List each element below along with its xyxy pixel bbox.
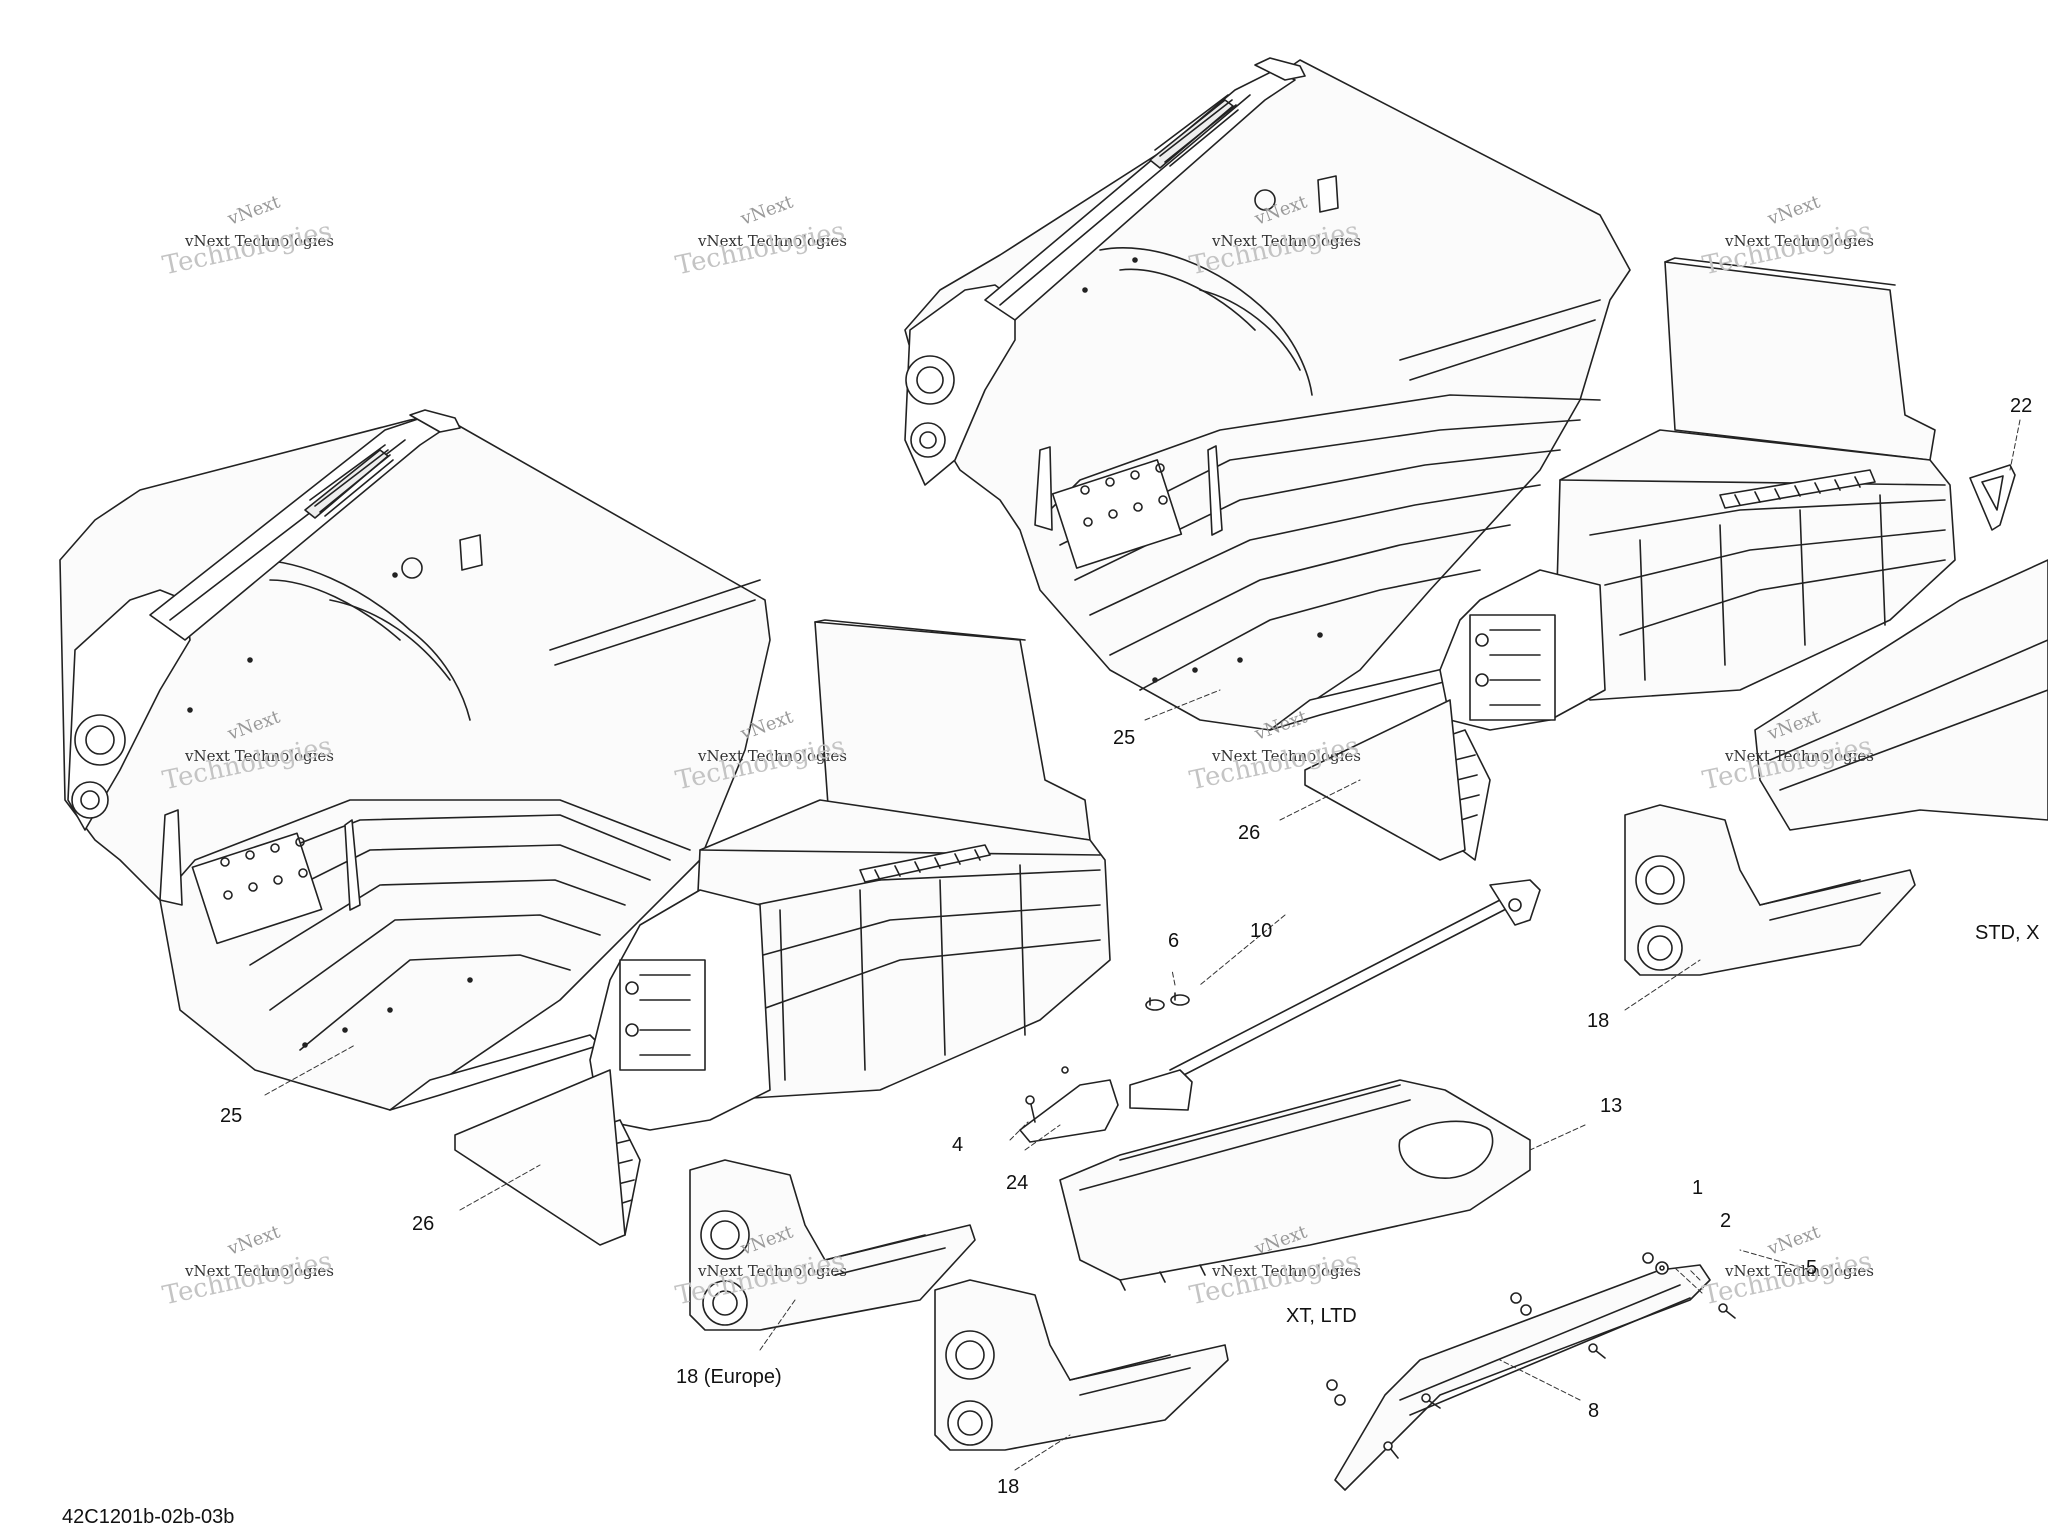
floor-plate-left	[454, 1069, 626, 1246]
callout-8: 8	[1588, 1400, 1600, 1422]
callout-22: 22	[2010, 395, 2033, 417]
leader-lines	[264, 419, 2021, 1471]
side-rail-left	[67, 409, 461, 831]
callout-18-bottom: 18	[997, 1476, 1020, 1498]
speaker-housing-18-europe	[689, 1159, 976, 1331]
screw-4	[1025, 1095, 1036, 1123]
callout-1: 1	[1692, 1177, 1704, 1199]
rod-10	[1129, 879, 1541, 1111]
callout-5: 5	[1806, 1257, 1818, 1279]
console-13	[1059, 1079, 1531, 1291]
variant-label-xt-ltd: XT, LTD	[1286, 1305, 1357, 1327]
speaker-housing-18-right	[1624, 804, 1916, 976]
callout-25-right: 25	[1113, 727, 1136, 749]
variant-label-std-x: STD, X	[1975, 922, 2040, 944]
callout-18-europe: 18 (Europe)	[676, 1366, 782, 1388]
floor-plate-right	[1304, 699, 1466, 861]
side-rail-right	[904, 57, 1306, 486]
callout-24: 24	[1006, 1172, 1029, 1194]
callout-10: 10	[1250, 920, 1273, 942]
trim-std-x	[1754, 559, 2048, 831]
fasteners-1-2-5	[1326, 1252, 1736, 1459]
callout-26-left: 26	[412, 1213, 435, 1235]
side-panel-right	[1434, 257, 1956, 861]
callout-26-right: 26	[1238, 822, 1261, 844]
callout-2: 2	[1720, 1210, 1732, 1232]
side-panel-left	[589, 619, 1111, 1236]
speaker-housing-18-bottom	[934, 1279, 1229, 1451]
document-code: 42C1201b-02b-03b	[62, 1506, 235, 1528]
callout-13: 13	[1600, 1095, 1623, 1117]
clips-6	[1145, 992, 1190, 1011]
bracket-22	[1969, 464, 2016, 531]
callout-25-left: 25	[220, 1105, 243, 1127]
callout-4: 4	[952, 1134, 964, 1156]
handle-rail-8	[1334, 1264, 1711, 1491]
cover-24	[1019, 1066, 1119, 1143]
callout-6: 6	[1168, 930, 1180, 952]
callout-18-right: 18	[1587, 1010, 1610, 1032]
